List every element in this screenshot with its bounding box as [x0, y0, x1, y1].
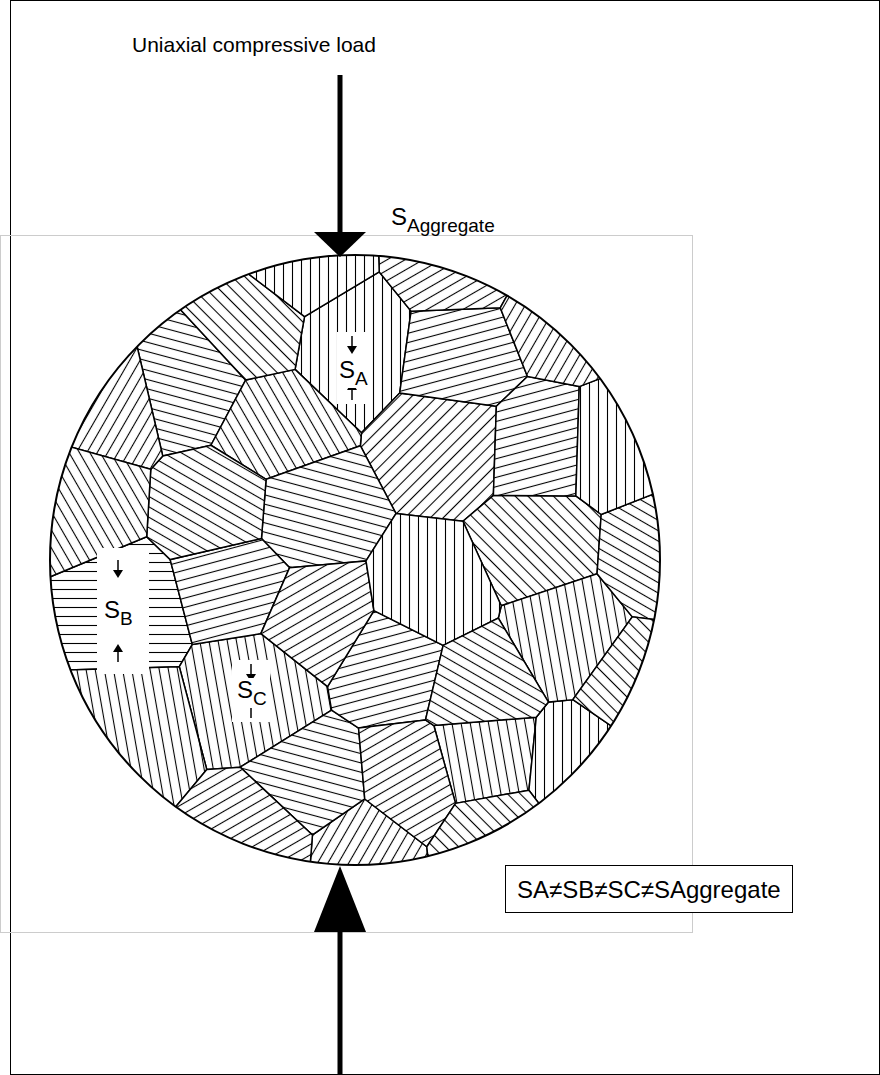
grain	[261, 561, 374, 687]
grain	[30, 667, 207, 890]
grain	[425, 618, 548, 725]
label-text: S	[237, 676, 253, 703]
load-arrow-bottom	[314, 866, 366, 1075]
label-text: S	[391, 203, 407, 230]
label-text: Uniaxial compressive load	[132, 33, 376, 56]
label-text: S	[339, 356, 355, 383]
stress-marker	[97, 548, 149, 674]
statement-box: SA≠SB≠SC≠SAggregate	[505, 865, 793, 913]
subscript: B	[120, 608, 133, 629]
grain	[30, 230, 163, 469]
stress-marker	[337, 332, 367, 404]
label-text: S	[104, 596, 120, 623]
grain	[109, 230, 305, 380]
stress-marker	[232, 660, 270, 722]
grain	[366, 514, 501, 646]
aggregate-stress-label: SAggregate	[391, 205, 495, 235]
load-arrow-top	[314, 75, 366, 257]
outer-frame	[11, 1, 880, 1075]
grain	[147, 445, 266, 559]
grain-stress-label: SA	[339, 358, 368, 388]
grain-stress-label: SB	[104, 598, 133, 628]
box-text: SA≠SB≠SC≠SAggregate	[517, 876, 781, 904]
inner-frame	[1, 236, 693, 933]
load-label: Uniaxial compressive load	[132, 34, 376, 55]
subscript: C	[253, 688, 267, 709]
grain-stress-label: SC	[237, 678, 267, 708]
grain	[493, 376, 579, 495]
grain	[191, 230, 380, 317]
subscript: A	[355, 368, 368, 389]
grain	[378, 230, 544, 311]
aggregate-outline	[50, 255, 660, 865]
subscript: Aggregate	[407, 215, 495, 236]
